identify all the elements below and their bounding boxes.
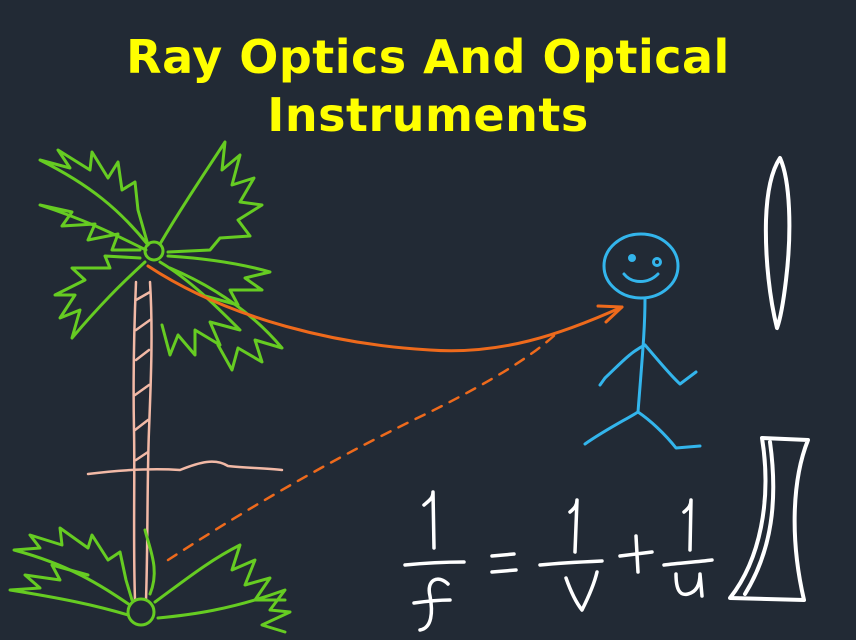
title-line-1: Ray Optics And Optical — [126, 30, 730, 84]
plus-sign — [618, 534, 654, 574]
title-line-2: Instruments — [267, 88, 589, 142]
formula-numerator-1b — [568, 498, 579, 554]
fraction-bar-v — [538, 559, 604, 567]
concave-lens-icon — [728, 436, 810, 602]
formula-numerator-1 — [422, 490, 436, 550]
equals-sign — [490, 552, 518, 574]
lens-formula — [403, 490, 714, 632]
palm-tree-icon — [38, 140, 284, 602]
formula-u — [674, 572, 704, 598]
formula-numerator-1c — [682, 498, 693, 552]
convex-lens-icon — [763, 156, 792, 330]
reflected-palm-tree-icon — [8, 526, 292, 634]
fraction-bar-f — [403, 560, 466, 567]
fraction-bar-u — [662, 558, 714, 567]
stick-figure-icon — [583, 232, 702, 450]
light-rays — [146, 264, 624, 562]
slide-title: Ray Optics And Optical Instruments — [0, 28, 856, 144]
formula-f — [412, 577, 452, 632]
formula-v — [564, 570, 599, 612]
